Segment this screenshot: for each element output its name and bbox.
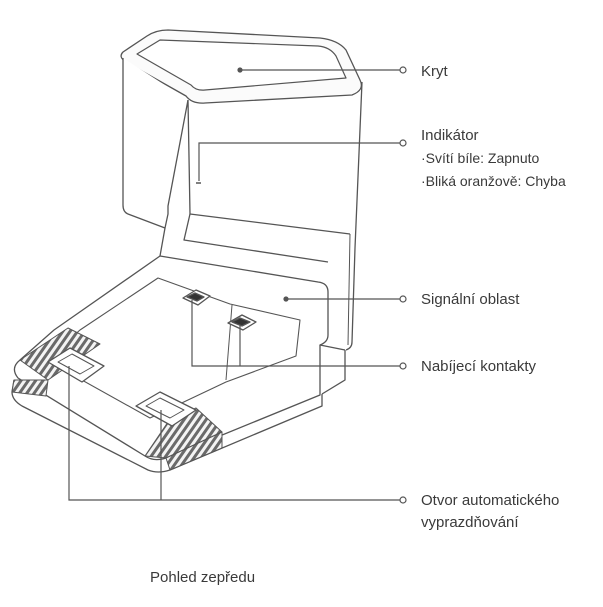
label-indicator: Indikátor bbox=[421, 127, 479, 144]
label-charging-contacts: Nabíjecí kontakty bbox=[421, 358, 537, 375]
label-signal-area: Signální oblast bbox=[421, 291, 520, 308]
dock-base bbox=[11, 213, 346, 473]
label-indicator-white: ·Svítí bíle: Zapnuto bbox=[421, 150, 540, 166]
leader-indicator bbox=[198, 142, 400, 181]
dock-tower bbox=[120, 29, 363, 351]
leader-contacts bbox=[191, 300, 400, 367]
leader-lines bbox=[68, 66, 407, 504]
label-cover: Kryt bbox=[421, 63, 448, 80]
label-auto-empty-line2: vyprazdňování bbox=[421, 514, 519, 531]
label-indicator-orange: ·Bliká oranžově: Chyba bbox=[421, 173, 566, 189]
label-auto-empty-line1: Otvor automatického bbox=[421, 492, 560, 509]
charging-contact-right bbox=[227, 314, 257, 331]
leader-auto-empty bbox=[68, 366, 400, 501]
charging-contact-left bbox=[182, 289, 211, 306]
diagram-caption: Pohled zepředu bbox=[150, 569, 256, 586]
